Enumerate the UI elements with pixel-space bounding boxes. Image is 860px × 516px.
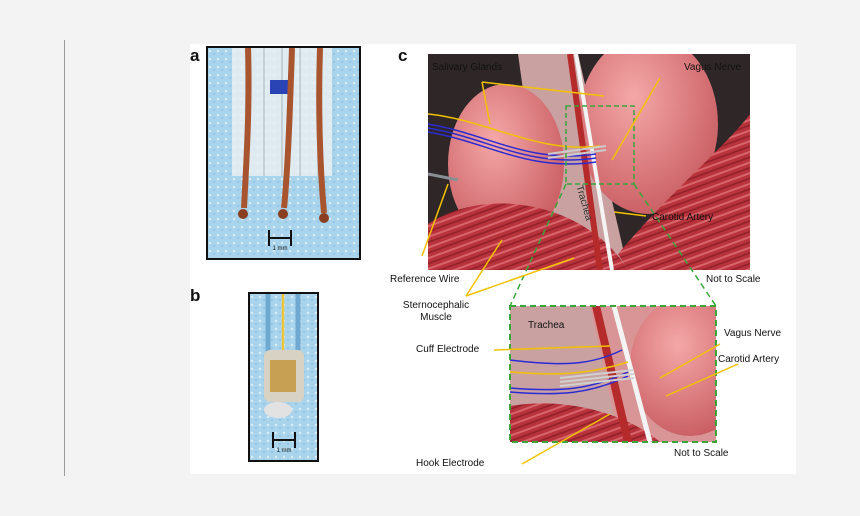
label-vagus-nerve: Vagus Nerve bbox=[684, 62, 742, 73]
label-carotid-artery-inset: Carotid Artery bbox=[718, 354, 780, 365]
label-line: Muscle bbox=[420, 312, 452, 323]
inset-zoom bbox=[509, 296, 750, 443]
label-hook-electrode: Hook Electrode bbox=[416, 458, 485, 469]
label-cuff-electrode: Cuff Electrode bbox=[416, 344, 480, 355]
label-vagus-nerve-inset: Vagus Nerve bbox=[724, 328, 782, 339]
label-not-to-scale: Not to Scale bbox=[706, 274, 761, 285]
scale-bar bbox=[268, 230, 292, 246]
scale-label: 1 mm bbox=[272, 246, 288, 252]
label-line: Sternocephalic bbox=[402, 300, 470, 311]
page-divider bbox=[64, 40, 65, 476]
label-trachea-inset: Trachea bbox=[528, 320, 565, 331]
panel-a-photo: 1 mm bbox=[206, 46, 361, 260]
electrode-array-image bbox=[208, 48, 359, 258]
label-salivary-glands: Salivary Glands bbox=[432, 62, 503, 73]
panel-c-letter: c bbox=[398, 46, 408, 65]
label-sternocephalic-muscle: Sternocephalic Muscle bbox=[396, 300, 476, 324]
panel-b-photo: 1 mm bbox=[248, 292, 319, 462]
cuff-electrode-image bbox=[250, 294, 317, 460]
anatomy-illustration bbox=[427, 34, 750, 271]
inset-illustration bbox=[509, 296, 750, 443]
panel-a-letter: a bbox=[190, 46, 200, 65]
label-reference-wire: Reference Wire bbox=[390, 274, 460, 285]
anatomy-scene bbox=[427, 34, 750, 271]
callout-overlay bbox=[421, 77, 739, 465]
scale-label: 1 mm bbox=[276, 448, 292, 454]
scale-bar bbox=[272, 432, 296, 448]
figure: a 1 bbox=[190, 34, 796, 474]
panel-b-letter: b bbox=[190, 286, 201, 305]
label-carotid-artery: Carotid Artery bbox=[652, 212, 714, 223]
label-not-to-scale-inset: Not to Scale bbox=[674, 448, 729, 459]
